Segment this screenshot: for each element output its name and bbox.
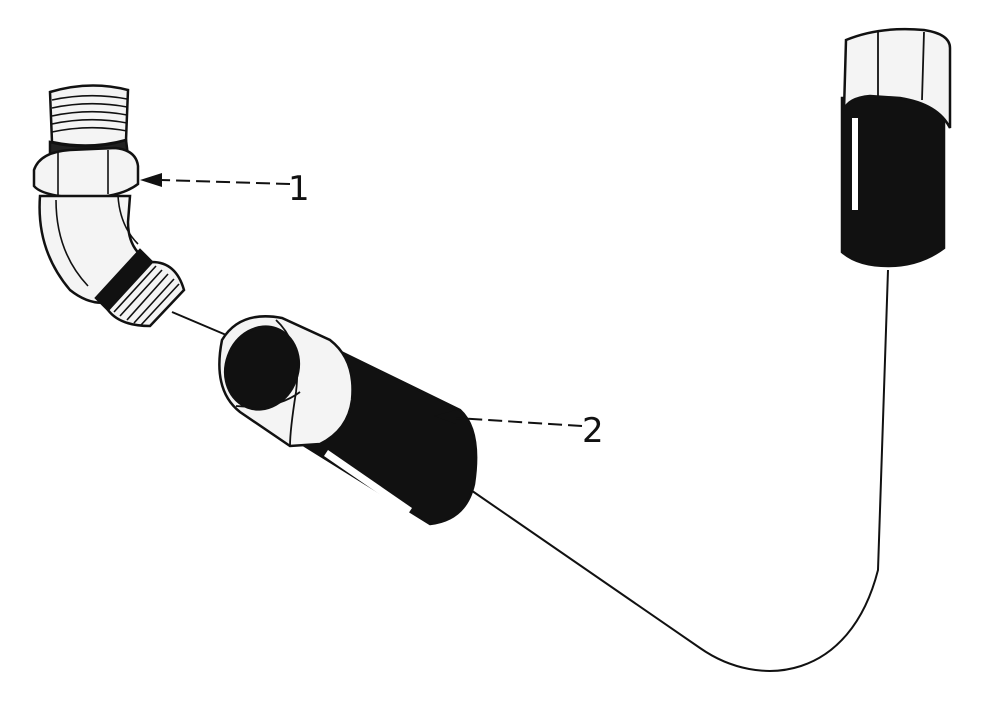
elbow-fitting (32, 84, 186, 328)
hose-end-fitting (218, 315, 478, 526)
hose-fitting-opening (223, 325, 301, 411)
callout-1-arrowhead (140, 173, 162, 187)
hose-sleeve-highlight (324, 450, 412, 514)
callout-2: 2 (434, 410, 604, 451)
callout-1: 1 (140, 169, 310, 209)
callout-2-label: 2 (582, 411, 604, 451)
callout-2-leader (455, 417, 583, 427)
elbow-hex-nut (32, 146, 140, 200)
callout-2-arrowhead (434, 410, 456, 424)
callout-1-leader (159, 179, 291, 185)
far-hose-sleeve (840, 96, 946, 268)
elbow-threads-top (48, 84, 130, 147)
far-hose-end-fitting (840, 27, 952, 268)
far-hose-sleeve-highlight (852, 118, 858, 210)
callout-1-label: 1 (288, 169, 310, 209)
